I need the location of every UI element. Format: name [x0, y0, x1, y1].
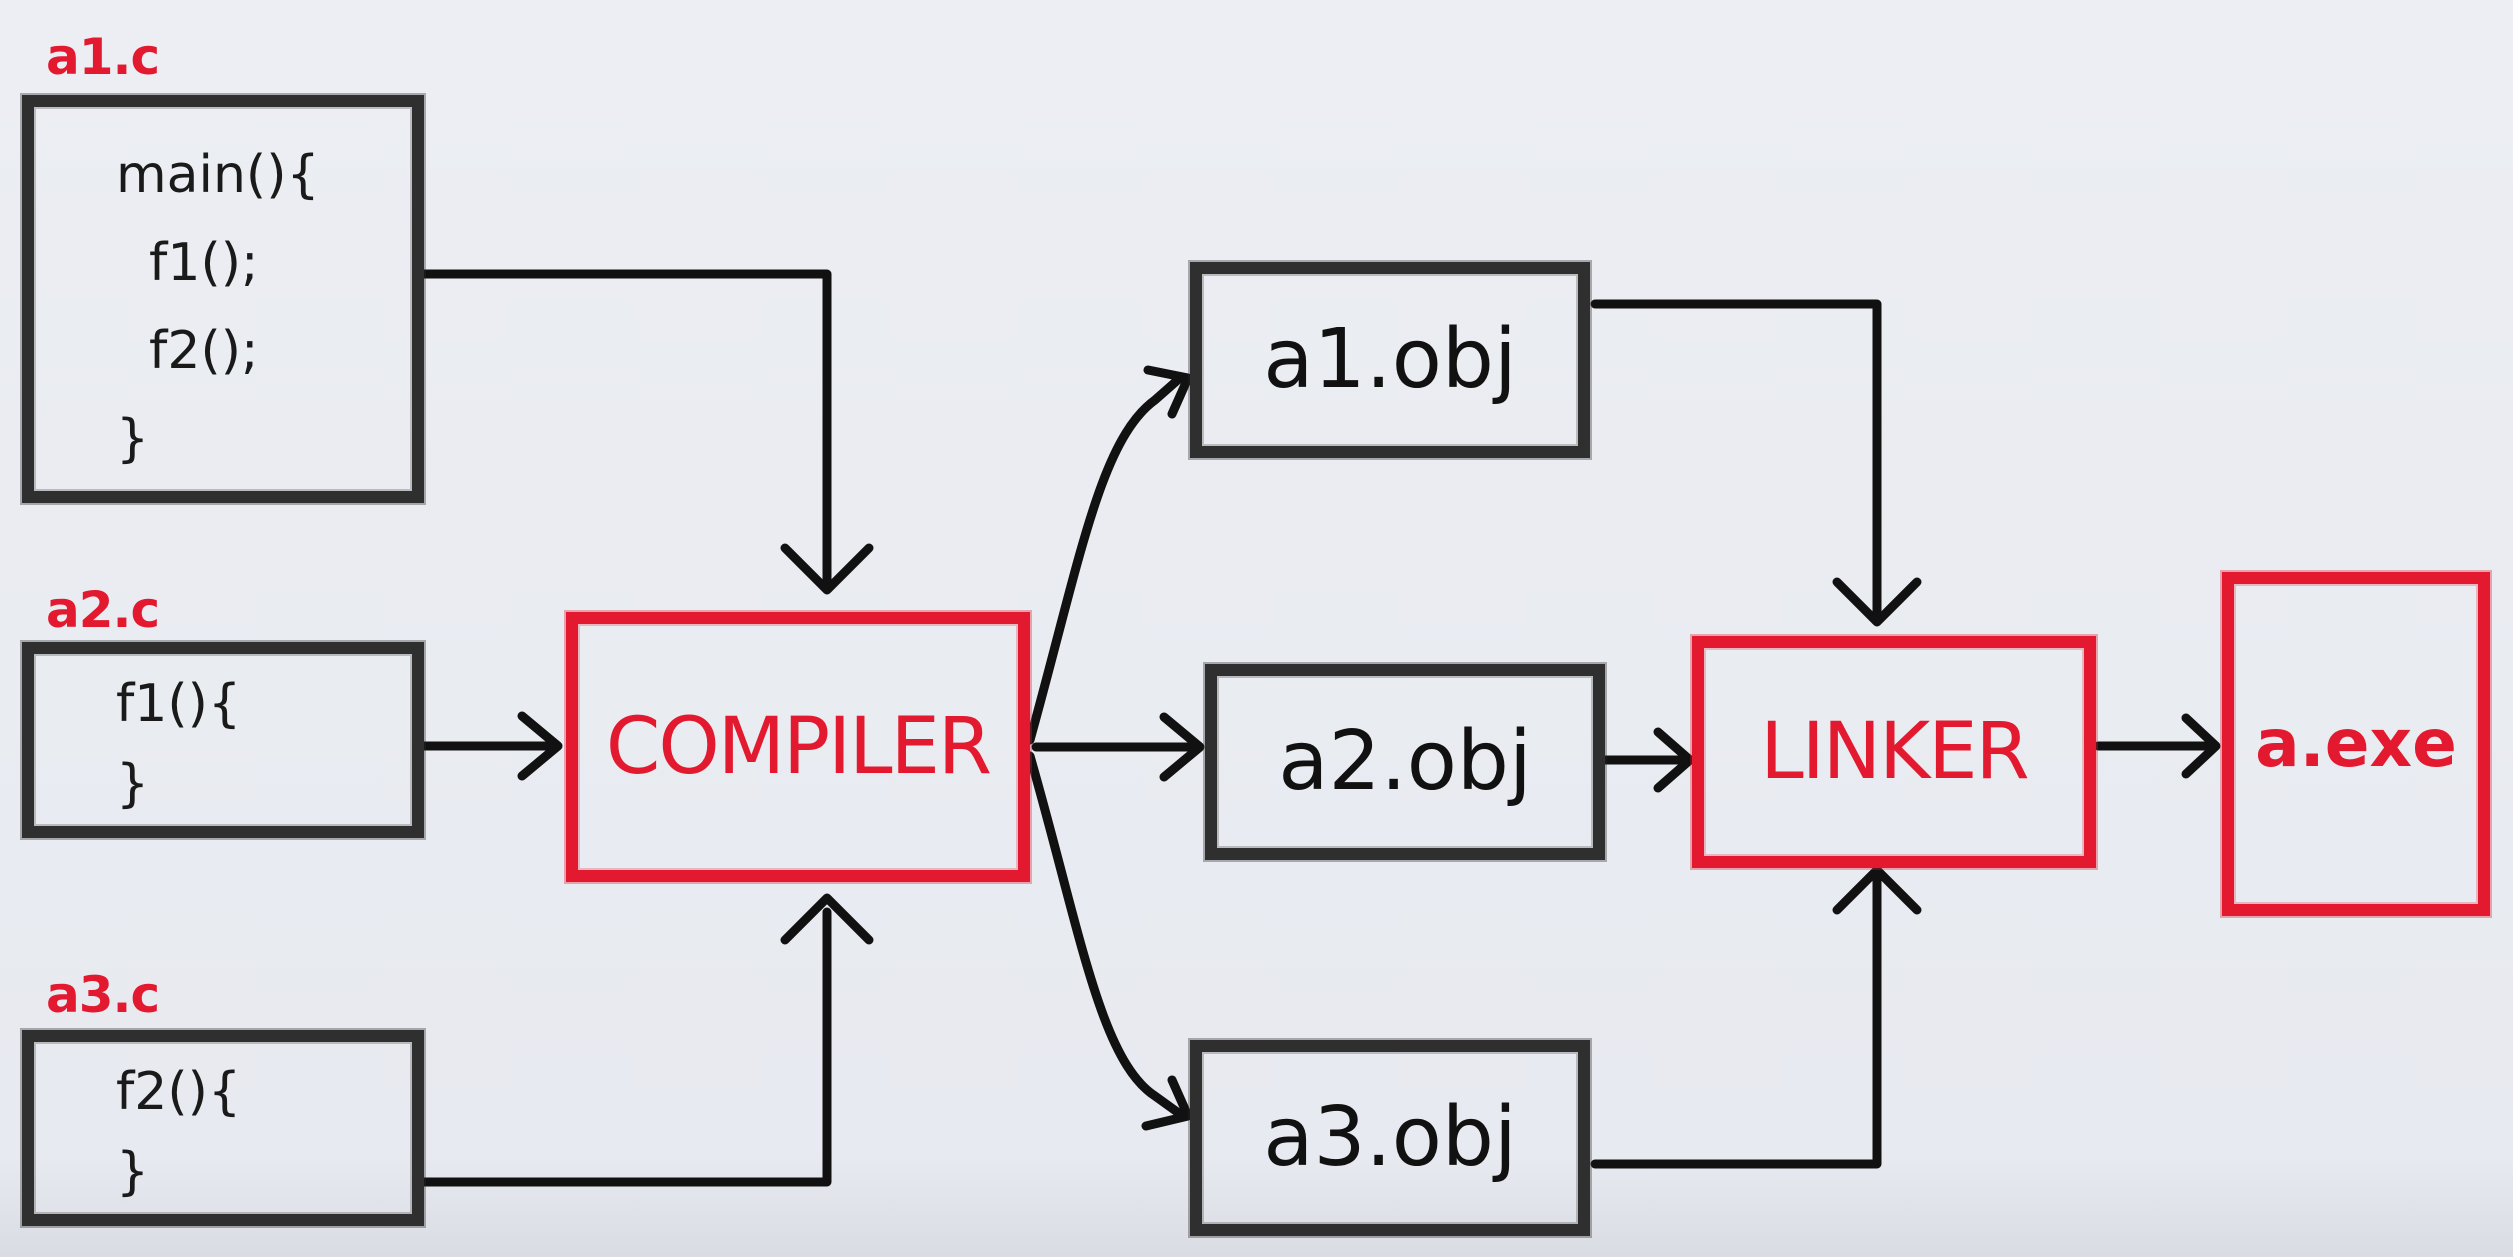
arrow-compiler-to-a3obj	[1025, 751, 1185, 1119]
arrow-a3c-to-compiler	[415, 907, 832, 1187]
source-a1c-label: a1.c	[46, 28, 160, 86]
source-a2c-box: f1(){ }	[22, 642, 424, 838]
arrowhead-a3c-compiler	[780, 893, 874, 945]
object-a3obj-box: a3.obj	[1190, 1040, 1590, 1236]
executable-box: a.exe	[2222, 572, 2490, 916]
source-a2c-code-line-1: f1(){	[116, 674, 242, 734]
arrowhead-compiler-a2obj	[1159, 712, 1205, 782]
source-a1c-box: main(){ f1(); f2(); }	[22, 95, 424, 503]
object-a3obj-label: a3.obj	[1263, 1090, 1517, 1185]
arrowhead-a1c-compiler	[780, 543, 874, 595]
source-a3c-code-line-1: f2(){	[116, 1062, 242, 1122]
arrowhead-compiler-a3obj	[1141, 1075, 1193, 1131]
arrowhead-a2obj-linker	[1653, 727, 1695, 793]
arrow-a1obj-to-linker	[1590, 299, 1882, 617]
source-a1c-code-line-2: f1();	[116, 233, 259, 293]
linker-box: LINKER	[1692, 636, 2096, 868]
arrowhead-a3obj-linker	[1832, 865, 1922, 915]
arrow-a3obj-to-linker	[1590, 875, 1882, 1169]
source-a3c-label: a3.c	[46, 966, 160, 1024]
source-a3c-box: f2(){ }	[22, 1030, 424, 1226]
source-a1c-code-line-1: main(){	[116, 145, 320, 205]
object-a1obj-box: a1.obj	[1190, 262, 1590, 458]
object-a2obj-box: a2.obj	[1205, 664, 1605, 860]
source-a1c-code-line-3: f2();	[116, 321, 259, 381]
arrowhead-compiler-a1obj	[1143, 365, 1193, 419]
source-a2c-code-line-2: }	[116, 754, 150, 814]
arrowhead-a2c-compiler	[517, 711, 563, 781]
source-a2c-label: a2.c	[46, 581, 160, 639]
compiler-box: COMPILER	[566, 612, 1030, 882]
object-a1obj-label: a1.obj	[1263, 312, 1517, 407]
source-a3c-code-line-2: }	[116, 1142, 150, 1202]
arrowhead-linker-exe	[2181, 713, 2221, 779]
object-a2obj-label: a2.obj	[1278, 714, 1532, 809]
arrow-a1c-to-compiler	[415, 269, 832, 585]
executable-label: a.exe	[2255, 705, 2457, 782]
source-a1c-code-line-4: }	[116, 409, 150, 469]
linker-label: LINKER	[1760, 707, 2029, 797]
compiler-label: COMPILER	[605, 702, 992, 792]
arrow-compiler-to-a1obj	[1025, 373, 1185, 745]
arrowhead-a1obj-linker	[1832, 577, 1922, 627]
